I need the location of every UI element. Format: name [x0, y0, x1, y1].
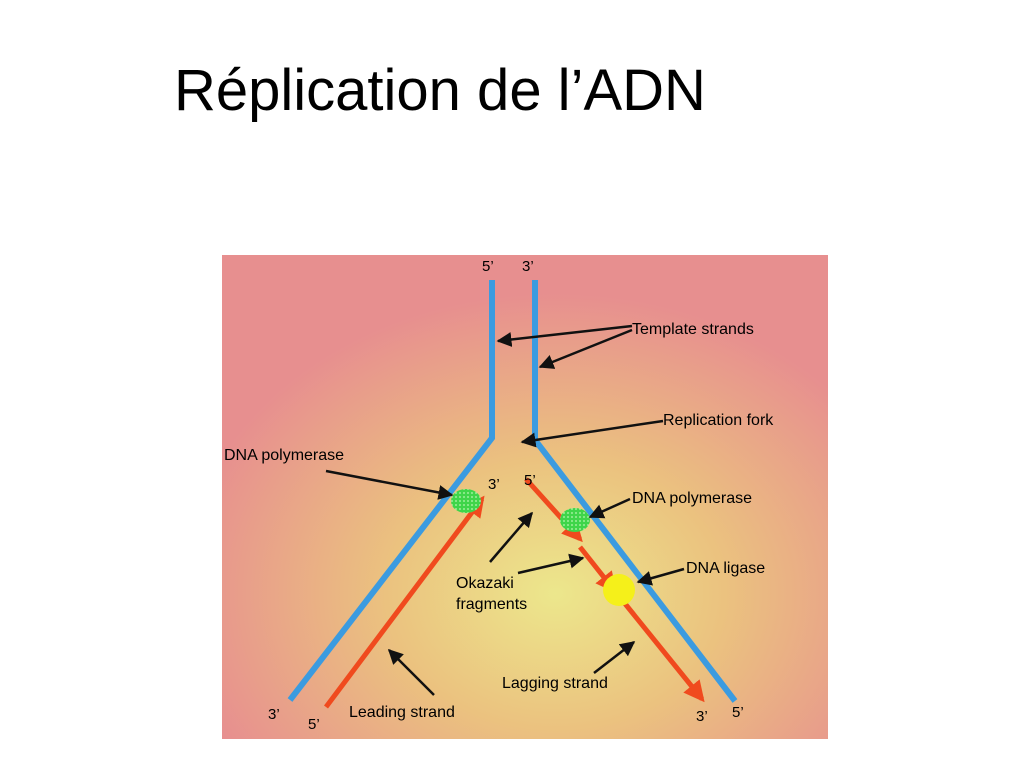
okazaki-fragment-3	[616, 593, 705, 703]
leading-strand	[324, 495, 485, 709]
end-label-leading-3: 3’	[488, 476, 500, 493]
end-label-bottom-right-new: 3’	[696, 708, 708, 725]
end-label-top-left: 5’	[482, 258, 494, 275]
diagram-canvas: Template strands Replication fork DNA po…	[222, 255, 828, 739]
arrow-okazaki-1	[489, 511, 533, 563]
arrow-template-right	[538, 328, 633, 369]
arrow-replication-fork	[520, 419, 664, 448]
label-template-strands: Template strands	[632, 321, 754, 338]
label-replication-fork: Replication fork	[663, 412, 774, 429]
arrow-dna-ligase	[636, 567, 685, 586]
label-lagging-strand: Lagging strand	[502, 675, 608, 692]
template-strand-left	[287, 280, 495, 702]
dna-polymerase-left-shape	[451, 489, 481, 513]
label-leading-strand: Leading strand	[349, 704, 455, 721]
end-label-top-right: 3’	[522, 258, 534, 275]
end-label-lagging-5: 5’	[524, 472, 536, 489]
arrow-leading-strand	[387, 648, 435, 696]
label-dna-ligase: DNA ligase	[686, 560, 765, 577]
arrow-dna-polymerase-left	[325, 469, 454, 500]
arrow-lagging-strand	[593, 641, 636, 674]
end-label-bottom-left-template: 3’	[268, 706, 280, 723]
arrow-dna-polymerase-right	[588, 497, 631, 519]
label-okazaki-line1: Okazaki	[456, 575, 514, 592]
dna-ligase-shape	[603, 574, 635, 606]
slide-title: Réplication de l’ADN	[174, 58, 706, 123]
dna-replication-diagram: Template strands Replication fork DNA po…	[222, 255, 828, 739]
end-label-bottom-left-new: 5’	[308, 716, 320, 733]
label-okazaki-line2: fragments	[456, 596, 527, 613]
end-label-bottom-right-template: 5’	[732, 704, 744, 721]
label-dna-polymerase-right: DNA polymerase	[632, 490, 752, 507]
arrow-okazaki-2	[517, 553, 585, 575]
arrow-template-left	[496, 324, 633, 347]
dna-polymerase-right-shape	[560, 508, 590, 532]
label-dna-polymerase-left: DNA polymerase	[224, 447, 344, 464]
